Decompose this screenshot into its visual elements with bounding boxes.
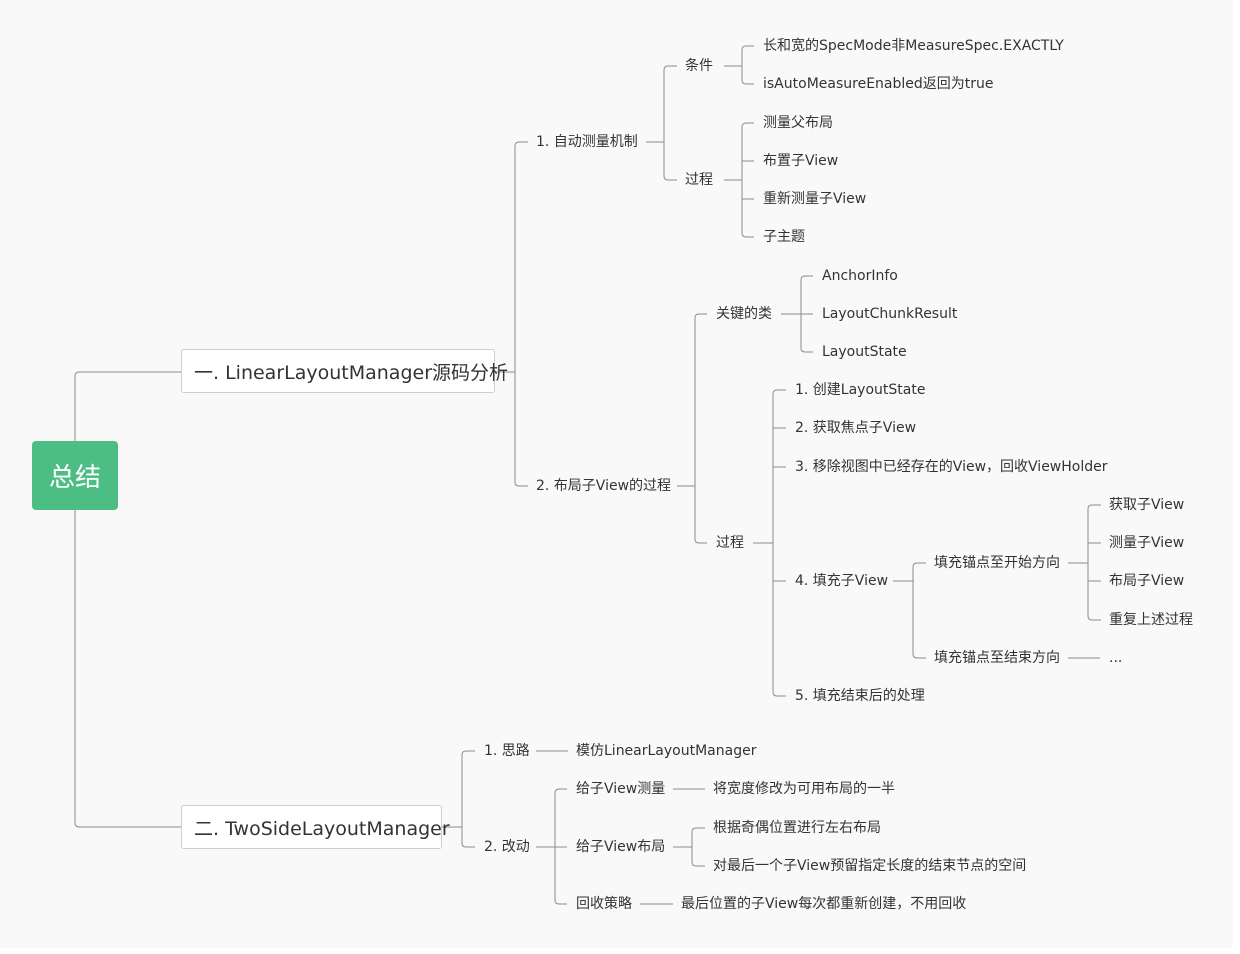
topic-layout-process[interactable]: 过程: [716, 535, 744, 551]
topic-change-recycle-item[interactable]: 最后位置的子View每次都重新创建，不用回收: [681, 896, 967, 912]
topic-fill-end-item[interactable]: ...: [1109, 650, 1123, 666]
topic-condition[interactable]: 条件: [685, 58, 713, 74]
topic-fill-start-item[interactable]: 布局子View: [1109, 573, 1185, 589]
topic-key-class-item[interactable]: LayoutChunkResult: [822, 306, 958, 322]
topic-auto-measure[interactable]: 1. 自动测量机制: [536, 134, 638, 150]
topic-key-class-item[interactable]: LayoutState: [822, 344, 907, 360]
topic-fill-start[interactable]: 填充锚点至开始方向: [934, 555, 1060, 571]
topic-changes[interactable]: 2. 改动: [484, 839, 530, 855]
topic-process-item[interactable]: 布置子View: [763, 153, 839, 169]
topic-change-layout-item[interactable]: 对最后一个子View预留指定长度的结束节点的空间: [713, 858, 1027, 874]
topic-fill-start-item[interactable]: 测量子View: [1109, 535, 1185, 551]
topic-change-measure[interactable]: 给子View测量: [576, 781, 666, 797]
topic-condition-item[interactable]: 长和宽的SpecMode非MeasureSpec.EXACTLY: [763, 38, 1064, 54]
topic-two-side-layout-manager[interactable]: 二. TwoSideLayoutManager: [181, 805, 450, 849]
topic-linear-layout-manager[interactable]: 一. LinearLayoutManager源码分析: [181, 349, 508, 393]
topic-layout-children[interactable]: 2. 布局子View的过程: [536, 478, 672, 494]
topic-fill-start-item[interactable]: 重复上述过程: [1109, 612, 1193, 628]
topic-idea-item[interactable]: 模仿LinearLayoutManager: [576, 743, 757, 759]
topic-process-item[interactable]: 测量父布局: [763, 115, 833, 131]
topic-step[interactable]: 3. 移除视图中已经存在的View，回收ViewHolder: [795, 459, 1108, 475]
topic-process-item[interactable]: 子主题: [763, 229, 805, 245]
topic-key-classes[interactable]: 关键的类: [716, 306, 772, 322]
topic-change-layout-item[interactable]: 根据奇偶位置进行左右布局: [713, 820, 881, 836]
topic-process-item[interactable]: 重新测量子View: [763, 191, 867, 207]
topic-fill-end[interactable]: 填充锚点至结束方向: [934, 650, 1060, 666]
topic-step[interactable]: 1. 创建LayoutState: [795, 382, 926, 398]
topic-change-measure-item[interactable]: 将宽度修改为可用布局的一半: [713, 781, 895, 797]
topic-step[interactable]: 2. 获取焦点子View: [795, 420, 917, 436]
topic-change-recycle[interactable]: 回收策略: [576, 896, 632, 912]
root-topic[interactable]: 总结: [32, 441, 118, 510]
topic-measure-process[interactable]: 过程: [685, 172, 713, 188]
topic-change-layout[interactable]: 给子View布局: [576, 839, 666, 855]
topic-fill-start-item[interactable]: 获取子View: [1109, 497, 1185, 513]
topic-step[interactable]: 5. 填充结束后的处理: [795, 688, 925, 704]
topic-idea[interactable]: 1. 思路: [484, 743, 530, 759]
topic-condition-item[interactable]: isAutoMeasureEnabled返回为true: [763, 76, 994, 92]
topic-step-fill[interactable]: 4. 填充子View: [795, 573, 889, 589]
topic-key-class-item[interactable]: AnchorInfo: [822, 268, 898, 284]
